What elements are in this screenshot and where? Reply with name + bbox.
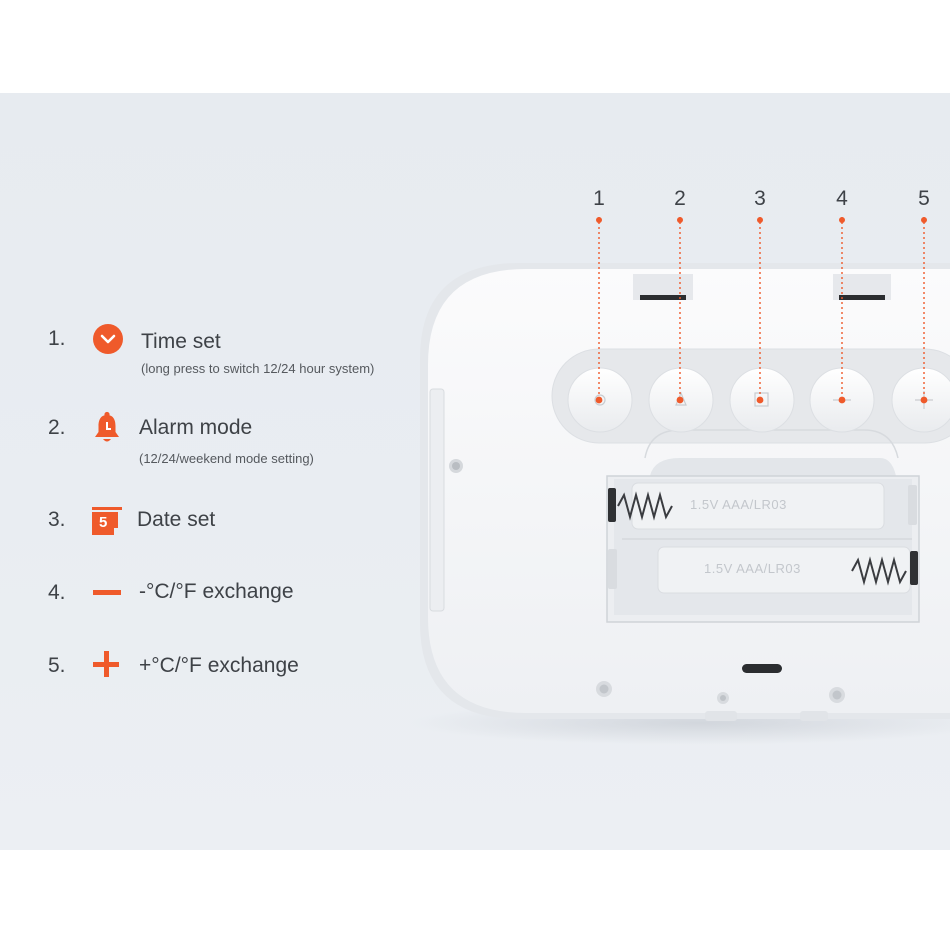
legend-title-date-set: Date set xyxy=(137,508,216,531)
bell-icon xyxy=(95,411,119,442)
legend-number: 5. xyxy=(48,654,66,677)
legend-title-plus-exchange: +°C/°F exchange xyxy=(139,654,299,677)
calendar-day: 5 xyxy=(99,514,108,531)
battery-label-top: 1.5V AAA/LR03 xyxy=(690,497,787,512)
plus-icon xyxy=(93,651,119,677)
calendar-icon: 5 xyxy=(92,507,122,535)
legend-title-time-set: Time set xyxy=(141,330,221,353)
legend-subtitle-alarm-mode: (12/24/weekend mode setting) xyxy=(139,451,314,466)
button-legend: 1. Time set (long press to switch 12/24 … xyxy=(0,93,440,850)
callout-dots xyxy=(595,217,928,404)
clock-icon xyxy=(93,324,123,354)
legend-number: 4. xyxy=(48,581,66,604)
legend-title-alarm-mode: Alarm mode xyxy=(139,416,253,439)
callout-lines xyxy=(598,217,925,399)
spring-bottom xyxy=(851,556,907,586)
callout-number-4: 4 xyxy=(836,187,848,210)
speaker-slot xyxy=(742,664,782,673)
callout-number-2: 2 xyxy=(674,187,686,210)
legend-subtitle-time-set: (long press to switch 12/24 hour system) xyxy=(141,361,375,376)
battery-label-bottom: 1.5V AAA/LR03 xyxy=(704,561,801,576)
spring-top xyxy=(617,491,673,521)
legend-number: 2. xyxy=(48,416,66,439)
minus-icon xyxy=(93,590,121,595)
callout-number-3: 3 xyxy=(754,187,766,210)
legend-number: 1. xyxy=(48,327,66,350)
product-panel: 1. Time set (long press to switch 12/24 … xyxy=(0,93,950,850)
legend-number: 3. xyxy=(48,508,66,531)
callout-number-1: 1 xyxy=(593,187,605,210)
legend-title-minus-exchange: -°C/°F exchange xyxy=(139,580,294,603)
clock-device-back xyxy=(410,217,950,745)
callout-number-5: 5 xyxy=(918,187,930,210)
